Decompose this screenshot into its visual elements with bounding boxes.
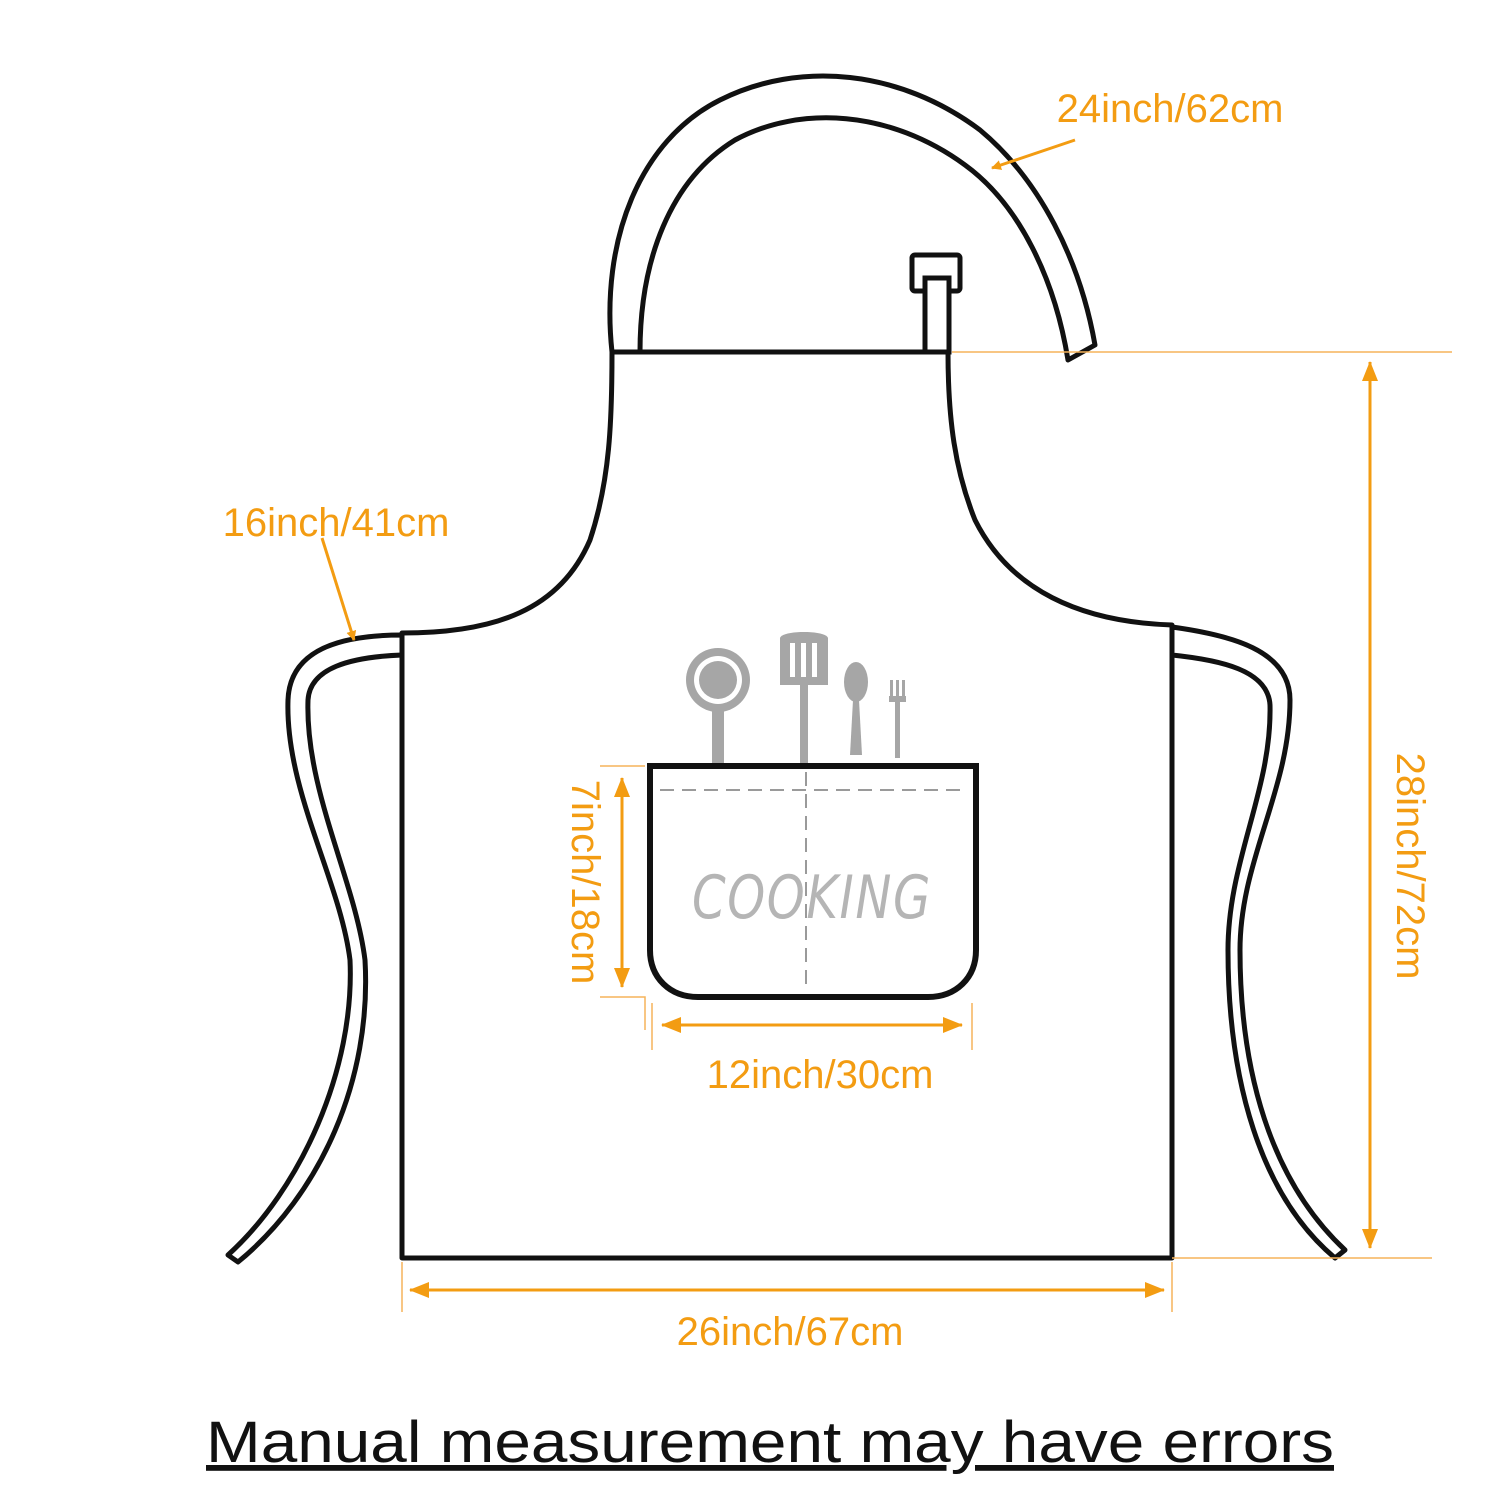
- strap-loop: [922, 275, 952, 355]
- spoon-icon: [844, 662, 868, 755]
- pocket-height-label: 7inch/18cm: [563, 780, 607, 985]
- width-label: 26inch/67cm: [677, 1310, 904, 1354]
- pocket-width-label: 12inch/30cm: [707, 1053, 934, 1097]
- left-waist-tie: [225, 632, 405, 1265]
- pocket-label: COOKING: [692, 863, 932, 933]
- frying-pan-icon: [686, 648, 750, 766]
- right-waist-tie: [1169, 624, 1348, 1261]
- neck-strap-label: 24inch/62cm: [1057, 87, 1284, 131]
- pocket-height-extension-bottom: [600, 996, 646, 1030]
- front-pocket: [647, 763, 979, 1000]
- waist-tie-label: 16inch/41cm: [223, 501, 450, 545]
- waist-tie-arrow: [320, 537, 357, 641]
- neck-strap-arrow: [991, 138, 1076, 170]
- neck-strap: [607, 73, 1098, 363]
- fork-icon: [889, 680, 906, 758]
- measurement-note: Manual measurement may have errors: [206, 1410, 1334, 1475]
- height-label: 28inch/72cm: [1388, 753, 1432, 980]
- spatula-icon: [780, 632, 828, 765]
